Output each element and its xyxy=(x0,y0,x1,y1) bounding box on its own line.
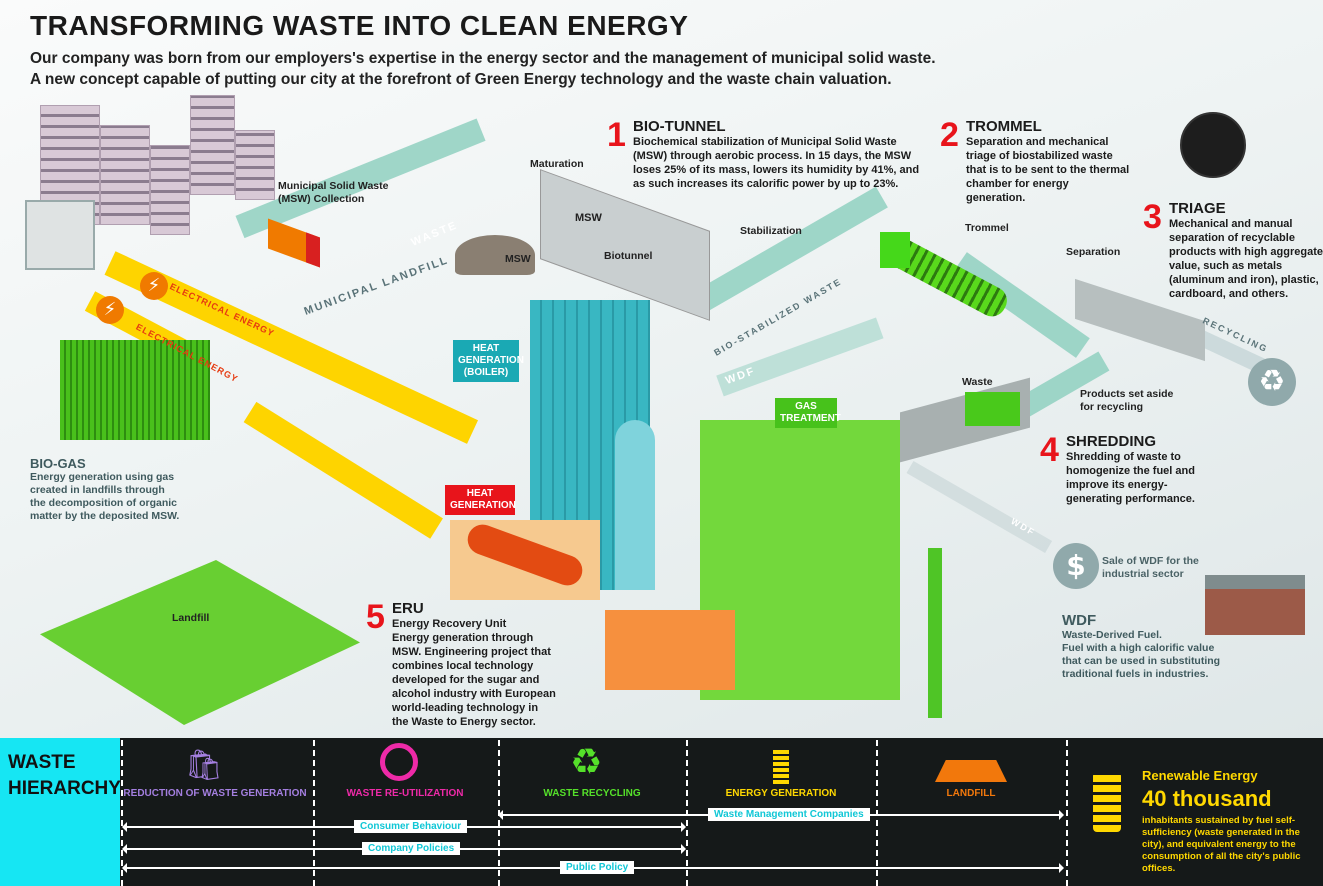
recycling-icon: ♻ xyxy=(570,742,603,783)
factory-illustration xyxy=(1205,575,1305,635)
step-eru: 5 ERU Energy Recovery Unit Energy genera… xyxy=(366,600,556,729)
intro-text: Our company was born from our employers'… xyxy=(30,48,1320,90)
label-products-set: Products set aside for recycling xyxy=(1080,388,1174,413)
label-msw: MSW xyxy=(505,253,531,265)
step-text: Shredding of waste to homogenize the fue… xyxy=(1066,451,1195,505)
range-label: Company Policies xyxy=(362,842,461,855)
category-reduction: REDUCTION OF WASTE GENERATION xyxy=(123,788,307,799)
biogas-text: Energy generation using gas created in l… xyxy=(30,471,180,522)
wdf-subtitle: Waste-Derived Fuel. xyxy=(1062,629,1162,641)
step-title: SHREDDING xyxy=(1066,433,1157,450)
step-text: Separation and mechanical triage of bios… xyxy=(966,136,1130,204)
cooling-units xyxy=(605,610,735,690)
biogas-generators xyxy=(60,340,210,440)
lightning-icon: ⚡ xyxy=(96,296,124,324)
step-triage: 3 TRIAGE Mechanical and manual separatio… xyxy=(1143,200,1323,301)
bulb-icon xyxy=(773,748,789,784)
triage-worker-inset xyxy=(1180,112,1246,178)
wdf-title: WDF xyxy=(1062,612,1097,629)
lightning-icon: ⚡ xyxy=(140,272,168,300)
step-number: 5 xyxy=(366,598,385,636)
intro-line: Our company was born from our employers'… xyxy=(30,50,936,67)
step-trommel: 2 TROMMEL Separation and mechanical tria… xyxy=(940,118,1130,205)
msw-pile xyxy=(455,235,535,275)
step-text: Biochemical stabilization of Municipal S… xyxy=(633,136,920,190)
tag-gas-treatment: GAS TREATMENT xyxy=(775,398,841,428)
label-waste: Waste xyxy=(962,376,993,388)
label-msw: MSW xyxy=(575,212,602,224)
label-stabilization: Stabilization xyxy=(740,225,802,237)
dollar-icon: $ xyxy=(1053,543,1099,589)
step-title: TRIAGE xyxy=(1169,200,1226,217)
chimney xyxy=(928,548,942,718)
reutilization-icon xyxy=(380,743,418,781)
reduction-icon: 🛍 xyxy=(185,748,224,783)
renewable-value: 40 thousand xyxy=(1142,786,1272,811)
label-msw-collection: Municipal Solid Waste (MSW) Collection xyxy=(278,180,389,205)
divider xyxy=(1066,740,1068,886)
step-shredding: 4 SHREDDING Shredding of waste to homoge… xyxy=(1040,433,1220,506)
biogas-title: BIO-GAS xyxy=(30,456,86,471)
trommel-motor xyxy=(880,232,910,268)
range-label: Waste Management Companies xyxy=(708,808,870,821)
power-substation xyxy=(25,200,95,270)
title-line: HIERARCHY xyxy=(8,778,121,799)
biogas-info: BIO-GAS Energy generation using gas crea… xyxy=(30,456,180,523)
landfill-icon xyxy=(935,760,1007,782)
step-subtitle: Energy Recovery Unit xyxy=(392,618,507,630)
divider xyxy=(313,740,315,886)
recycling-icon: ♻ xyxy=(1248,358,1296,406)
category-recycling: WASTE RECYCLING xyxy=(543,788,641,799)
step-title: BIO-TUNNEL xyxy=(633,118,726,135)
divider xyxy=(686,740,688,886)
tag-heat-generation-boiler: HEAT GENERATION (BOILER) xyxy=(453,340,524,382)
intro-line: A new concept capable of putting our cit… xyxy=(30,71,892,88)
renewable-title: Renewable Energy xyxy=(1142,768,1258,783)
shredder-hopper xyxy=(965,392,1020,426)
category-energy-generation: ENERGY GENERATION xyxy=(725,788,837,799)
tag-heat-generation: HEAT GENERATION xyxy=(445,485,516,515)
divider xyxy=(876,740,878,886)
renewable-text: inhabitants sustained by fuel self-suffi… xyxy=(1142,815,1301,874)
waste-hierarchy-title: WASTE HIERARCHY xyxy=(0,738,121,886)
renewable-bulb-icon xyxy=(1093,772,1121,832)
step-number: 1 xyxy=(607,116,626,154)
label-separation: Separation xyxy=(1066,246,1121,258)
category-reutilization: WASTE RE-UTILIZATION xyxy=(346,788,464,799)
label-trommel: Trommel xyxy=(965,222,1009,234)
step-text: Mechanical and manual separation of recy… xyxy=(1169,218,1323,300)
page-title: TRANSFORMING WASTE INTO CLEAN ENERGY xyxy=(30,10,689,41)
label-maturation: Maturation xyxy=(530,158,584,170)
wdf-info: WDF Waste-Derived Fuel. Fuel with a high… xyxy=(1062,612,1222,681)
divider xyxy=(121,740,123,886)
label-biotunnel: Biotunnel xyxy=(604,250,653,262)
range-label: Consumer Behaviour xyxy=(354,820,468,833)
step-number: 3 xyxy=(1143,198,1162,236)
step-title: ERU xyxy=(392,600,424,617)
step-bio-tunnel: 1 BIO-TUNNEL Biochemical stabilization o… xyxy=(607,118,933,191)
wdf-sale-text: Sale of WDF for the industrial sector xyxy=(1102,555,1199,580)
city-illustration xyxy=(40,95,300,245)
title-line: WASTE xyxy=(8,752,76,773)
step-number: 2 xyxy=(940,116,959,154)
range-label: Public Policy xyxy=(560,861,635,874)
step-text: Energy generation through MSW. Engineeri… xyxy=(392,632,556,728)
label-landfill: Landfill xyxy=(172,612,210,624)
step-title: TROMMEL xyxy=(966,118,1042,135)
silo xyxy=(615,420,655,590)
wdf-text: Fuel with a high calorific value that ca… xyxy=(1062,642,1221,680)
category-landfill: LANDFILL xyxy=(946,788,996,799)
step-number: 4 xyxy=(1040,431,1059,469)
